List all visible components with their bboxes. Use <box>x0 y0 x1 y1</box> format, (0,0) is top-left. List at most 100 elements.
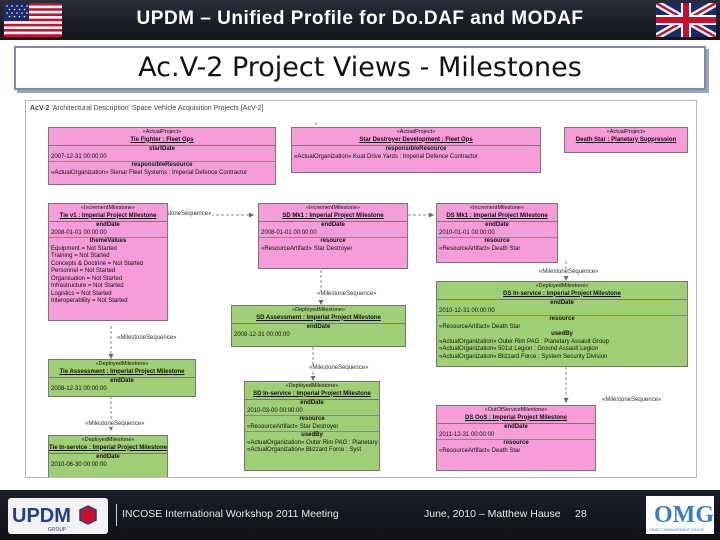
used-by-line: «ActualOrganization» Outer Rim PAG : Pla… <box>439 338 609 345</box>
attribute-value: «ActualOrganization» Sienar Fleet System… <box>51 169 248 176</box>
connector-arrowhead <box>563 398 569 403</box>
project-box-star-destroyer[interactable]: «ActualProject» Star Destroyer Developme… <box>291 127 541 173</box>
connector-arrowhead <box>249 212 254 218</box>
connector-label: «MilestoneSequence» <box>601 397 663 403</box>
theme-value-line: Training = Not Started <box>51 253 110 259</box>
attribute-label: responsibleResource <box>385 146 447 152</box>
milestone-box-tie-inservice[interactable]: «DeployedMilestone» Tie In-service : Imp… <box>48 435 168 477</box>
attribute-label: responsibleResource <box>131 162 193 168</box>
attribute-value: «ResourceArtifact» Death Star <box>439 447 521 454</box>
attribute-value: 2010-03-00 00:00:00 <box>245 408 379 416</box>
attribute-value: «ResourceArtifact» Star Destroyer <box>261 245 353 252</box>
box-stereotype: «ActualProject» <box>606 129 646 135</box>
slide-title-box: Ac.V-2 Project Views - Milestones <box>14 46 706 90</box>
box-stereotype: «IncrementMilestone» <box>80 205 136 211</box>
footer-separator <box>116 504 117 526</box>
connector-arrowhead <box>563 276 569 281</box>
attribute-value: «ActualOrganization» Kuat Drive Yards : … <box>294 153 478 160</box>
omg-logo-icon: OMG OBJECT MANAGEMENT GROUP <box>646 496 714 534</box>
attribute-label: resource <box>299 416 325 422</box>
attribute-value: 2010-01-01 00:00:00 <box>437 230 557 238</box>
omg-logo-subtext: OBJECT MANAGEMENT GROUP <box>649 528 705 532</box>
box-stereotype: «DeployedMilestone» <box>81 437 135 443</box>
milestone-box-ds-mk1[interactable]: «IncrementMilestone» DS Mk1 : Imperial P… <box>436 203 558 263</box>
used-by-line: «ActualOrganization» Blizzard Force : Sy… <box>247 447 362 453</box>
theme-value-line: Organisation = Not Started <box>51 275 123 282</box>
diagram-frame-label: AcV-2 'Architectural Description' Space … <box>30 105 263 112</box>
attribute-label: usedBy <box>301 432 323 438</box>
attribute-label: endDate <box>96 454 120 460</box>
omg-logo-text: OMG <box>654 502 714 528</box>
milestone-box-tie-assessment[interactable]: «DeployedMilestone» Tie Assessment : Imp… <box>48 359 196 397</box>
theme-value-line: Infrastructure = Not Started <box>51 283 124 289</box>
box-stereotype: «DeployedMilestone» <box>292 307 345 313</box>
attribute-label: endDate <box>306 324 331 330</box>
diagram-frame-title: 'Architectural Description' Space Vehicl… <box>51 105 264 112</box>
connector-arrowhead <box>429 212 434 218</box>
box-name: DS OoS : Imperial Project Milestone <box>437 415 595 424</box>
attribute-label: resource <box>320 238 346 244</box>
box-name: Tie v1 : Imperial Project Milestone <box>49 213 167 222</box>
theme-value-line: Equipment = Not Started <box>51 245 117 252</box>
project-box-death-star[interactable]: «ActualProject» Death Star : Planetary S… <box>564 127 688 153</box>
attribute-value: 2010-12-31 00:00:00 <box>437 308 687 316</box>
connector-label: «MilestoneSequence» <box>151 211 213 217</box>
box-stereotype: «ActualProject» <box>142 129 182 135</box>
acv2-diagram[interactable]: AcV-2 'Architectural Description' Space … <box>25 100 697 478</box>
header-bar: UPDM – Unified Profile for Do.DAF and MO… <box>0 0 720 40</box>
attribute-label: endDate <box>550 300 574 306</box>
attribute-label: resource <box>503 440 529 446</box>
footer-date-author: June, 2010 – Matthew Hause <box>424 508 561 520</box>
box-stereotype: «ActualProject» <box>396 129 436 135</box>
diagram-frame-kind: AcV-2 <box>30 105 50 112</box>
box-name: Star Destroyer Development : Fleet Ops <box>292 137 540 146</box>
attribute-value: 2008-12-31 00:00:00 <box>234 331 290 338</box>
theme-value-line: Logistics = Not Started <box>51 290 112 297</box>
attribute-label: endDate <box>485 222 509 228</box>
attribute-label: endDate <box>321 222 345 228</box>
milestone-box-sd-mk1[interactable]: «IncrementMilestone» SD Mk1 : Imperial P… <box>258 203 408 269</box>
attribute-label: resource <box>549 316 575 322</box>
attribute-label: endDate <box>300 400 324 406</box>
page-number: 28 <box>575 508 587 520</box>
box-name: Tie Fighter : Fleet Ops <box>49 137 275 146</box>
milestone-box-ds-inservice[interactable]: «DeployedMilestone» DS In-service : Impe… <box>436 281 688 367</box>
attribute-label: endDate <box>110 378 134 384</box>
connector-arrowhead <box>310 376 316 381</box>
milestone-box-sd-assessment[interactable]: «DeployedMilestone» SD Assessment : Impe… <box>231 305 406 347</box>
footer-event: INCOSE International Workshop 2011 Meeti… <box>122 508 339 520</box>
project-box-tie-fighter[interactable]: «ActualProject» Tie Fighter : Fleet Ops … <box>48 127 276 185</box>
box-name: DS In-service : Imperial Project Milesto… <box>437 291 687 300</box>
box-stereotype: «OutOfServiceMilestone» <box>484 407 548 413</box>
connector-label: «MilestoneSequence» <box>84 421 146 427</box>
attribute-value: 2008-01-01 00:00:00 <box>49 230 167 238</box>
box-name: DS Mk1 : Imperial Project Milestone <box>437 213 557 222</box>
attribute-value: 2011-12-31 00:00:00 <box>437 432 595 440</box>
updm-logo-icon: UPDM GROUP <box>8 498 108 534</box>
box-stereotype: «DeployedMilestone» <box>535 283 589 289</box>
used-by-line: «ActualOrganization» Blizzard Force : Sy… <box>439 353 608 360</box>
uk-flag-icon <box>656 3 716 37</box>
milestone-box-tie-v1[interactable]: «IncrementMilestone» Tie v1 : Imperial P… <box>48 203 168 321</box>
box-name: SD In-service : Imperial Project Milesto… <box>245 391 379 400</box>
attribute-value: «ResourceArtifact» Star Destroyer <box>245 424 379 432</box>
connector-arrowhead <box>108 354 114 359</box>
attribute-value: «ResourceArtifact» Death Star <box>439 245 521 252</box>
attribute-label: themeValues <box>89 238 127 244</box>
attribute-label: resource <box>484 238 510 244</box>
slide-title: Ac.V-2 Project Views - Milestones <box>138 52 582 83</box>
box-name: Tie In-service : Imperial Project Milest… <box>49 445 167 454</box>
connector-label: «MilestoneSequence» <box>316 291 378 297</box>
footer-bar: UPDM GROUP INCOSE International Workshop… <box>0 490 720 540</box>
attribute-label: usedBy <box>551 331 573 337</box>
updm-logo-text: UPDM <box>12 505 71 527</box>
box-stereotype: «IncrementMilestone» <box>469 205 525 211</box>
theme-value-line: Concepts & Doctrine = Not Started <box>51 260 144 267</box>
connector-label: «MilestoneSequence» <box>538 269 600 275</box>
theme-value-line: Interoperability = Not Started <box>51 298 128 304</box>
milestone-box-sd-inservice[interactable]: «DeployedMilestone» SD In-service : Impe… <box>244 381 380 471</box>
milestone-box-ds-oos[interactable]: «OutOfServiceMilestone» DS OoS : Imperia… <box>436 405 596 471</box>
attribute-value: 2008-12-31 00:00:00 <box>51 385 107 392</box>
attribute-label: endDate <box>504 424 528 430</box>
header-title: UPDM – Unified Profile for Do.DAF and MO… <box>136 8 584 29</box>
